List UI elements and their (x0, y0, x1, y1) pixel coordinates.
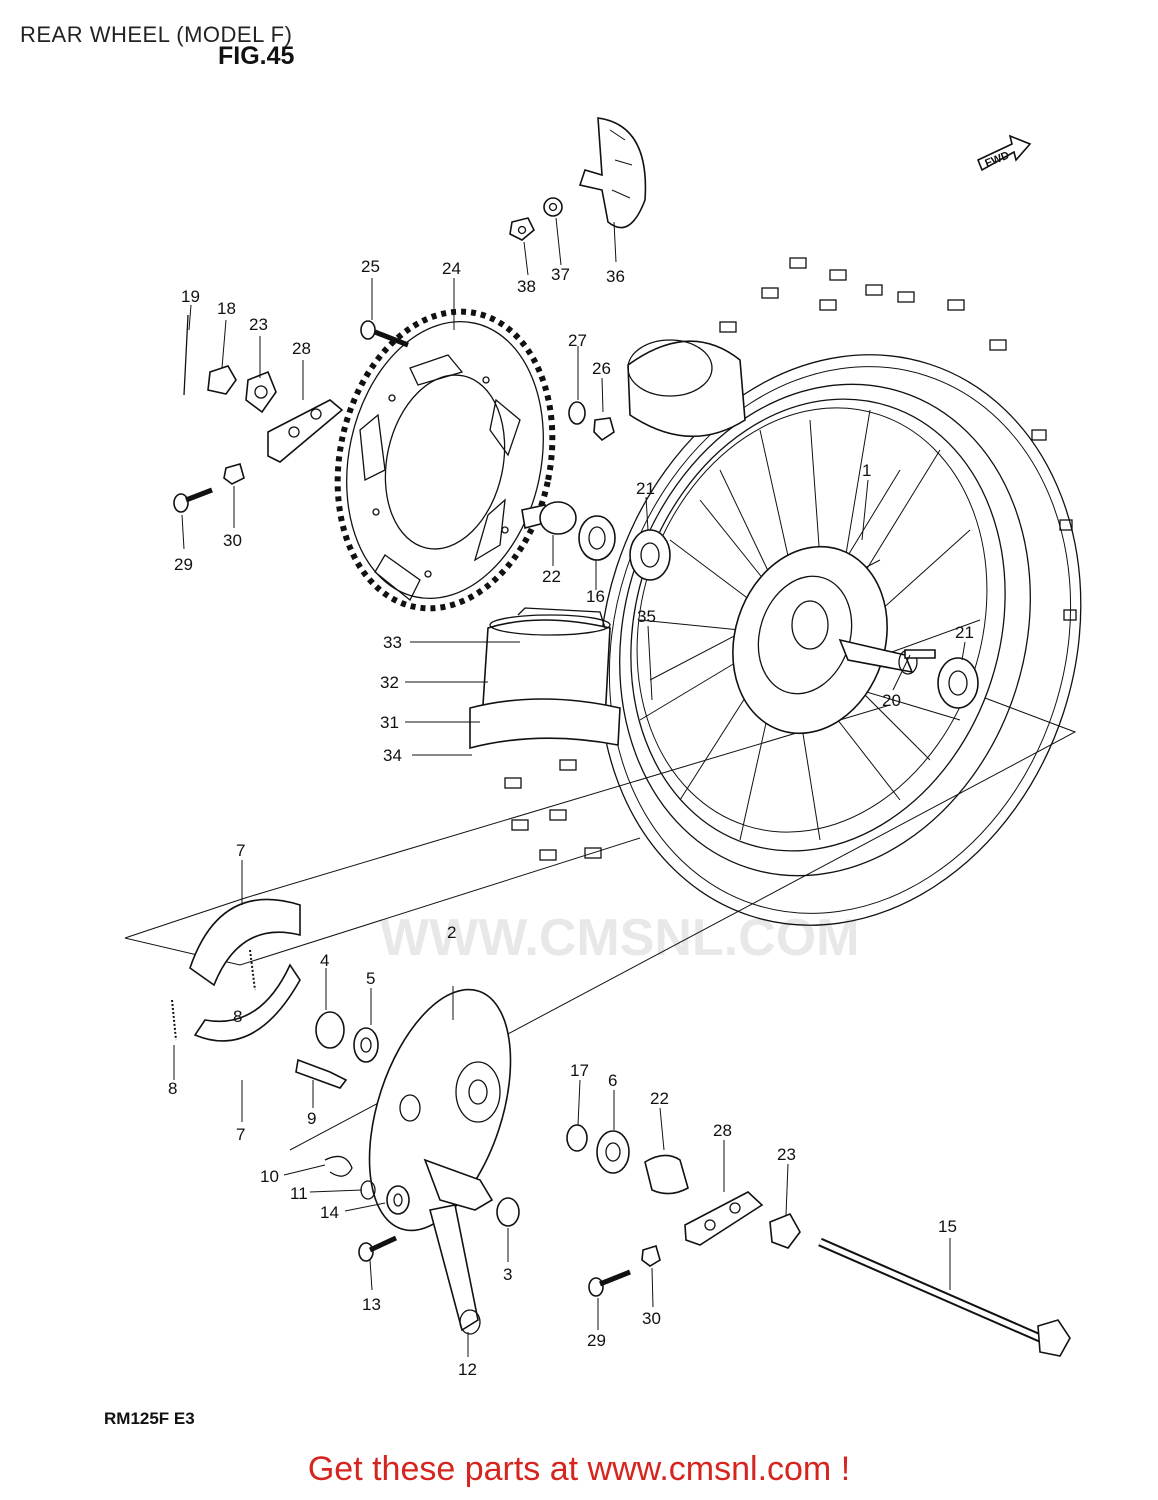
callout-9: 9 (307, 1109, 316, 1128)
callout-33: 33 (383, 633, 402, 652)
callout-32: 32 (380, 673, 399, 692)
explode-guide-lines (124, 697, 1077, 1151)
callout-29b: 29 (587, 1331, 606, 1350)
rim-lock (509, 117, 647, 241)
callout-leader-lines (173, 217, 966, 1357)
callout-8b: 8 (168, 1079, 177, 1098)
model-code: RM125F E3 (104, 1409, 195, 1428)
callout-20: 20 (882, 691, 901, 710)
callout-18: 18 (217, 299, 236, 318)
callout-22b: 22 (650, 1089, 669, 1108)
rear-wheel (469, 257, 1082, 926)
callout-35: 35 (637, 607, 656, 626)
callout-1: 1 (862, 461, 871, 480)
fwd-arrow-icon: FWD (976, 134, 1032, 172)
callout-10: 10 (260, 1167, 279, 1186)
callout-19: 19 (181, 287, 200, 306)
callout-7a: 7 (236, 841, 245, 860)
callout-24: 24 (442, 259, 461, 278)
callout-3: 3 (503, 1265, 512, 1284)
callout-23b: 23 (777, 1145, 796, 1164)
callout-25: 25 (361, 257, 380, 276)
callout-28a: 28 (292, 339, 311, 358)
page-title: REAR WHEEL (MODEL F) (20, 22, 293, 47)
callout-17: 17 (570, 1061, 589, 1080)
callout-30b: 30 (642, 1309, 661, 1328)
callout-13: 13 (362, 1295, 381, 1314)
callout-37: 37 (551, 265, 570, 284)
callout-29a: 29 (174, 555, 193, 574)
callout-38: 38 (517, 277, 536, 296)
callout-6: 6 (608, 1071, 617, 1090)
callout-11: 11 (290, 1184, 308, 1203)
callout-26: 26 (592, 359, 611, 378)
fwd-label: FWD (983, 149, 1011, 170)
watermark-text: WWW.CMSNL.COM (380, 909, 859, 967)
callout-31: 31 (380, 713, 399, 732)
callout-4: 4 (320, 951, 329, 970)
figure-label: FIG.45 (218, 42, 295, 70)
callout-21b: 21 (955, 623, 974, 642)
callout-15: 15 (938, 1217, 957, 1236)
get-parts-link[interactable]: Get these parts at www.cmsnl.com ! (307, 1450, 851, 1488)
callout-27: 27 (568, 331, 587, 350)
callout-28b: 28 (713, 1121, 732, 1140)
callout-36: 36 (606, 267, 625, 286)
callout-21a: 21 (636, 479, 655, 498)
sprocket (334, 308, 556, 612)
callout-30a: 30 (223, 531, 242, 550)
callout-12: 12 (458, 1360, 477, 1379)
brake-assembly (171, 898, 520, 1335)
hardware-parts (173, 314, 979, 709)
callout-34: 34 (383, 746, 402, 765)
callout-14: 14 (320, 1203, 339, 1222)
callout-8a: 8 (233, 1007, 242, 1026)
axle-side-parts (566, 1124, 1071, 1357)
callout-5: 5 (366, 969, 375, 988)
callout-22a: 22 (542, 567, 561, 586)
callout-16: 16 (586, 587, 605, 606)
callout-numbers: 1 2 3 4 5 6 7 7 8 8 9 10 11 12 13 14 15 … (168, 257, 974, 1379)
callout-23a: 23 (249, 315, 268, 334)
callout-7b: 7 (236, 1125, 245, 1144)
callout-2: 2 (447, 923, 456, 942)
